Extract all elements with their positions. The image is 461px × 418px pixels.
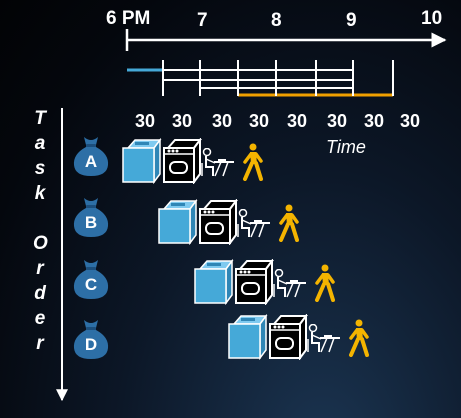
duration-label: 30 bbox=[172, 111, 193, 131]
task-row-a bbox=[122, 139, 263, 183]
dryer-icon bbox=[235, 260, 273, 304]
task-order-letter: s bbox=[34, 158, 46, 179]
hour-label-6pm: 6 PM bbox=[106, 8, 151, 29]
time-axis bbox=[125, 29, 447, 51]
walking-person-icon bbox=[243, 143, 263, 181]
dryer-icon bbox=[163, 139, 201, 183]
duration-label: 30 bbox=[287, 111, 308, 131]
task-order-letter: k bbox=[34, 183, 46, 204]
dryer-icon bbox=[199, 200, 237, 244]
task-row-c bbox=[194, 260, 335, 304]
duration-label: 30 bbox=[249, 111, 270, 131]
washer-icon bbox=[228, 315, 267, 359]
task-order-letter: e bbox=[34, 308, 46, 329]
folder-at-table-icon bbox=[201, 148, 235, 177]
task-order-letter: r bbox=[36, 258, 44, 279]
hour-label-8: 8 bbox=[271, 10, 282, 31]
dryer-icon bbox=[269, 315, 307, 359]
washer-icon bbox=[194, 260, 233, 304]
duration-label: 30 bbox=[364, 111, 385, 131]
task-label-a: A bbox=[84, 152, 98, 171]
duration-label: 30 bbox=[212, 111, 233, 131]
task-order-letter: O bbox=[33, 233, 48, 254]
hour-label-10: 10 bbox=[421, 8, 443, 29]
task-order-letter: r bbox=[36, 333, 44, 354]
walking-person-icon bbox=[315, 264, 335, 302]
hour-label-9: 9 bbox=[346, 10, 357, 31]
task-order-letter: a bbox=[34, 133, 46, 154]
folder-at-table-icon bbox=[237, 209, 271, 238]
task-row-b bbox=[158, 200, 299, 244]
duration-label: 30 bbox=[400, 111, 421, 131]
folder-at-table-icon bbox=[273, 269, 307, 298]
folder-at-table-icon bbox=[307, 324, 341, 353]
stage-timeline-bars bbox=[127, 60, 394, 97]
task-order-letter: d bbox=[34, 283, 46, 304]
walking-person-icon bbox=[279, 204, 299, 242]
task-order-letter: T bbox=[34, 108, 46, 129]
task-row-d bbox=[228, 315, 369, 359]
walking-person-icon bbox=[349, 319, 369, 357]
duration-label: 30 bbox=[135, 111, 156, 131]
task-label-d: D bbox=[84, 335, 98, 354]
duration-label: 30 bbox=[327, 111, 348, 131]
washer-icon bbox=[158, 200, 197, 244]
time-axis-label: Time bbox=[326, 137, 366, 157]
hour-label-7: 7 bbox=[197, 10, 208, 31]
task-label-b: B bbox=[84, 213, 98, 232]
washer-icon bbox=[122, 139, 161, 183]
task-label-c: C bbox=[84, 275, 98, 294]
